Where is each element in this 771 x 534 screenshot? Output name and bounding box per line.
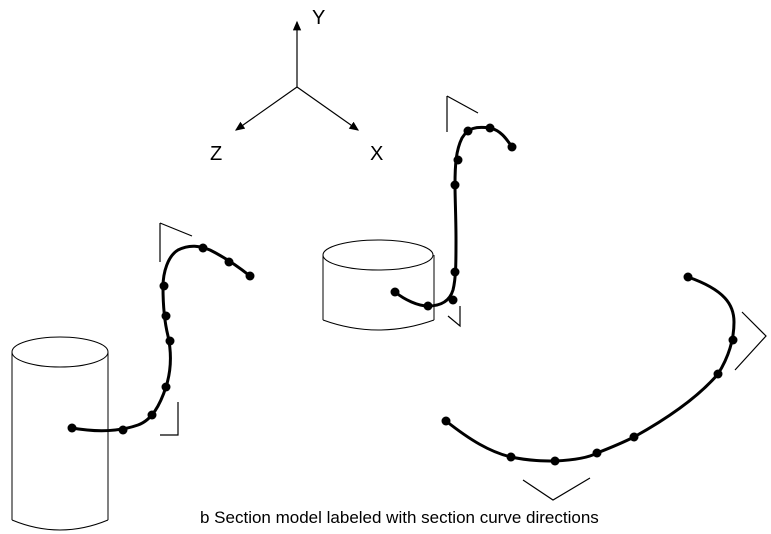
direction-bracket bbox=[447, 306, 461, 328]
curve-points bbox=[67, 243, 255, 435]
section-curve-path bbox=[445, 275, 736, 463]
x-axis-label: X bbox=[370, 143, 383, 165]
section-curve-path bbox=[394, 125, 514, 308]
short-cylinder bbox=[322, 239, 435, 331]
z-axis-label: Z bbox=[210, 143, 222, 165]
coordinate-axes: Y X Z bbox=[210, 7, 383, 165]
section-curve-left bbox=[67, 222, 255, 436]
z-axis-arrow bbox=[235, 86, 298, 131]
y-axis-label: Y bbox=[312, 7, 325, 29]
direction-bracket bbox=[734, 311, 767, 371]
section-curve-right bbox=[441, 272, 767, 501]
direction-bracket bbox=[522, 477, 591, 501]
section-curve-middle bbox=[390, 95, 517, 328]
curve-points bbox=[441, 272, 738, 466]
direction-bracket bbox=[159, 222, 193, 237]
figure-caption: b Section model labeled with section cur… bbox=[200, 508, 599, 527]
curve-points bbox=[390, 123, 517, 311]
tall-cylinder bbox=[11, 336, 109, 531]
x-axis-arrow bbox=[296, 86, 359, 131]
direction-bracket bbox=[446, 95, 479, 114]
section-curve-path bbox=[71, 244, 251, 433]
direction-bracket bbox=[160, 402, 179, 436]
